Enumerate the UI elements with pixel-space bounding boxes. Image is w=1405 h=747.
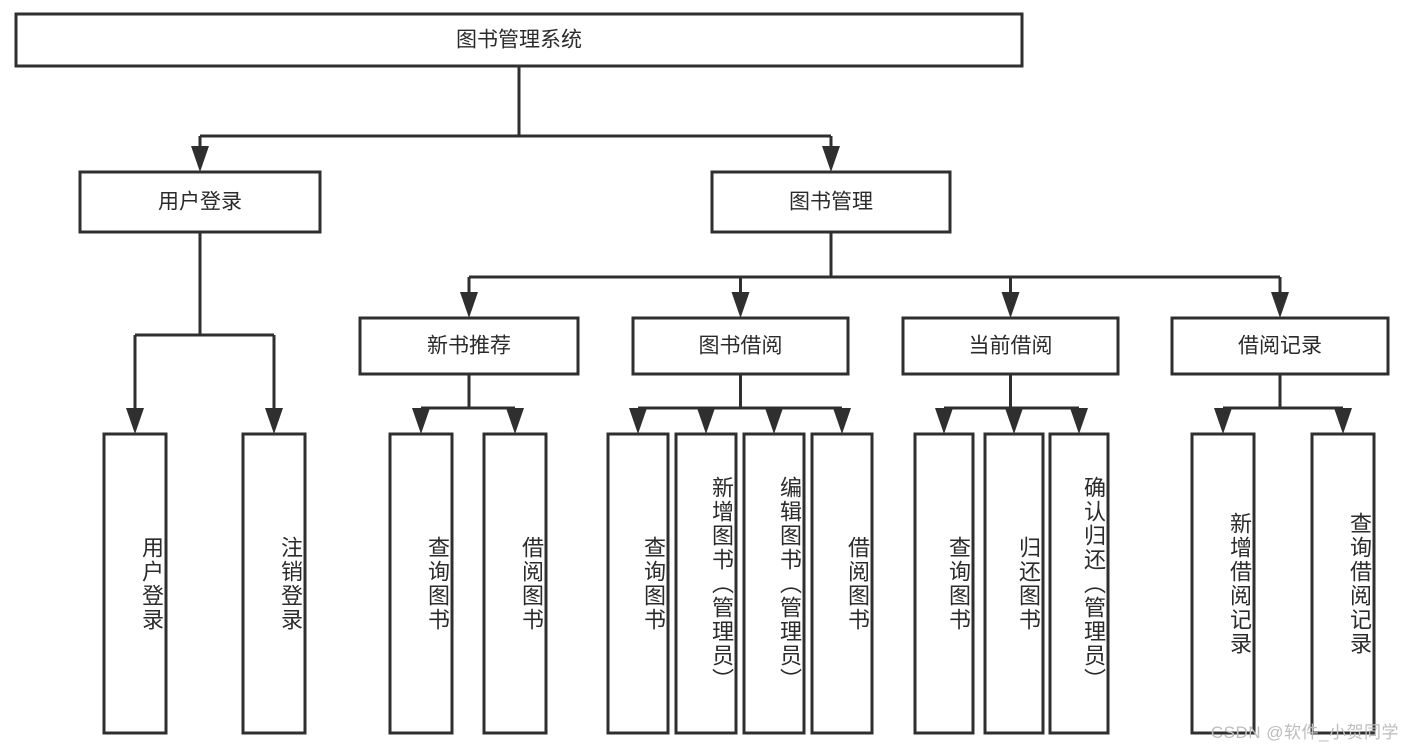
- arrow-head-icon: [1001, 292, 1020, 318]
- node-boxes-layer: [14, 12, 1390, 735]
- node-box-leaf-query-book-2[interactable]: [606, 432, 670, 735]
- node-label-root: 图书管理系统: [456, 29, 582, 52]
- arrow-head-icon: [191, 146, 209, 172]
- node-box-user-login[interactable]: [78, 170, 322, 234]
- arrow-head-icon: [935, 408, 953, 434]
- arrow-head-icon: [629, 408, 647, 434]
- arrow-head-icon: [822, 146, 840, 172]
- node-box-leaf-add-record[interactable]: [1190, 432, 1256, 735]
- node-box-leaf-borrow-book-2[interactable]: [810, 432, 874, 735]
- arrow-head-icon: [765, 408, 783, 434]
- arrow-head-icon: [126, 408, 144, 434]
- node-box-new-book-recommend[interactable]: [358, 316, 580, 376]
- arrow-head-icon: [1271, 292, 1289, 318]
- node-box-current-borrow[interactable]: [901, 316, 1120, 376]
- node-box-leaf-edit-book[interactable]: [742, 432, 806, 735]
- node-label-user-login: 用户登录: [158, 191, 242, 214]
- arrow-head-icon: [506, 408, 524, 434]
- node-label-current-borrow: 当前借阅: [969, 335, 1053, 358]
- watermark-text: CSDN @软件_小贺同学: [1210, 723, 1399, 742]
- node-box-leaf-confirm-return[interactable]: [1048, 432, 1110, 735]
- arrow-head-icon: [697, 408, 715, 434]
- node-box-leaf-query-book-1[interactable]: [388, 432, 454, 735]
- node-box-book-borrow[interactable]: [631, 316, 850, 376]
- arrow-head-icon: [460, 292, 478, 318]
- arrow-head-icon: [731, 292, 750, 318]
- node-box-leaf-return-book[interactable]: [983, 432, 1045, 735]
- arrow-head-icon: [1334, 408, 1352, 434]
- node-box-leaf-borrow-book-1[interactable]: [482, 432, 548, 735]
- node-box-leaf-query-record[interactable]: [1310, 432, 1376, 735]
- node-box-book-manage[interactable]: [710, 170, 952, 234]
- arrow-head-icon: [1214, 408, 1232, 434]
- node-box-leaf-logout[interactable]: [241, 432, 307, 735]
- node-label-borrow-record: 借阅记录: [1238, 335, 1322, 358]
- arrow-head-icon: [412, 408, 430, 434]
- node-label-book-borrow: 图书借阅: [699, 335, 783, 358]
- arrow-head-icon: [265, 408, 283, 434]
- arrow-head-icon: [833, 408, 851, 434]
- node-label-new-book-recommend: 新书推荐: [427, 335, 511, 358]
- node-label-book-manage: 图书管理: [789, 191, 873, 214]
- node-box-borrow-record[interactable]: [1170, 316, 1390, 376]
- node-box-leaf-user-login[interactable]: [102, 432, 168, 735]
- connectors-layer: [126, 66, 1352, 434]
- arrow-head-icon: [1005, 408, 1023, 434]
- node-box-leaf-query-book-3[interactable]: [913, 432, 975, 735]
- node-box-root[interactable]: [14, 12, 1024, 68]
- node-box-leaf-add-book[interactable]: [674, 432, 738, 735]
- arrow-head-icon: [1070, 408, 1088, 434]
